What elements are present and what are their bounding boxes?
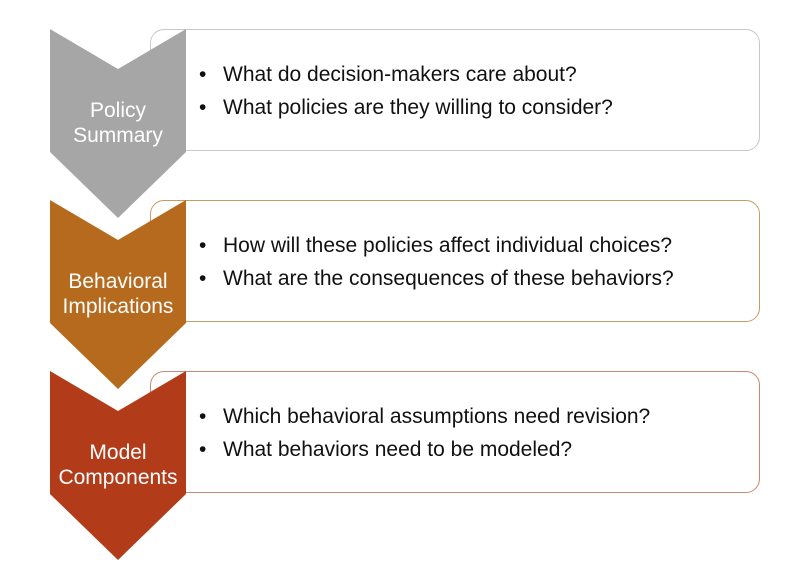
bullet-icon: • xyxy=(199,267,207,290)
bullet-icon: • xyxy=(199,234,207,257)
bullet-list: •Which behavioral assumptions need revis… xyxy=(199,400,650,466)
bullet-list: •How will these policies affect individu… xyxy=(199,229,674,295)
stage-label-policy-summary: Policy Summary xyxy=(73,99,163,147)
list-item: •What policies are they willing to consi… xyxy=(199,91,613,124)
chevron-arrow-policy-summary xyxy=(50,29,186,218)
list-item: •How will these policies affect individu… xyxy=(199,229,674,262)
list-item: •What are the consequences of these beha… xyxy=(199,262,674,295)
chevron-arrow-behavioral-implications xyxy=(50,200,186,389)
chevron-arrow-model-components xyxy=(50,371,186,560)
list-item: •Which behavioral assumptions need revis… xyxy=(199,400,650,433)
stage-box-model-components: •Which behavioral assumptions need revis… xyxy=(150,371,760,493)
stage-label-model-components: Model Components xyxy=(58,441,178,489)
bullet-icon: • xyxy=(199,96,207,119)
bullet-icon: • xyxy=(199,405,207,428)
bullet-icon: • xyxy=(199,63,207,86)
list-item: •What do decision-makers care about? xyxy=(199,58,613,91)
stage-label-behavioral-implications: Behavioral Implications xyxy=(62,270,174,318)
bullet-icon: • xyxy=(199,438,207,461)
stage-box-policy-summary: •What do decision-makers care about? •Wh… xyxy=(150,29,760,151)
list-item: •What behaviors need to be modeled? xyxy=(199,433,650,466)
bullet-list: •What do decision-makers care about? •Wh… xyxy=(199,58,613,124)
